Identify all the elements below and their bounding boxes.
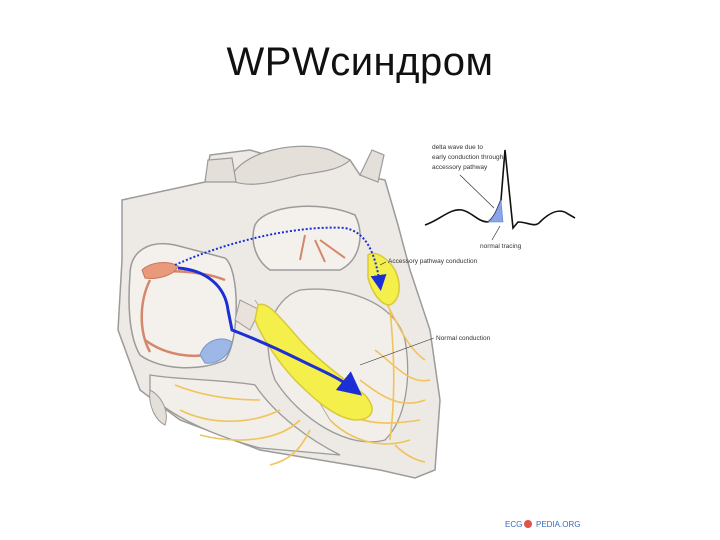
pulmonary-vessel <box>359 149 385 183</box>
heart-illustration <box>117 145 441 479</box>
left-ventricle <box>267 288 409 443</box>
ecg-annotation-line3: accessory pathway <box>432 164 488 171</box>
ecg-annotation-leader <box>459 174 495 209</box>
vena-cava <box>204 157 237 183</box>
watermark-right: PEDIA.ORG <box>536 520 580 529</box>
papillary-muscle <box>149 389 167 426</box>
delta-wave-shading <box>487 199 504 223</box>
aorta <box>229 145 352 185</box>
ecg-inset: delta wave due to early conduction throu… <box>424 144 576 250</box>
ecg-annotation-line2: early conduction through <box>432 154 504 161</box>
watermark: ECG PEDIA.ORG <box>505 520 580 529</box>
sa-node <box>141 262 179 279</box>
tricuspid-valve <box>234 299 261 331</box>
accessory-label-leader <box>379 261 387 266</box>
slide-title: WPWсиндром <box>226 40 494 84</box>
ecg-normal-leader <box>491 225 501 241</box>
normal-pathway-arrow <box>177 266 363 396</box>
normal-label-leader <box>359 337 435 366</box>
right-ventricle <box>149 374 341 456</box>
normal-conduction-label: Normal conduction <box>436 335 491 342</box>
av-node <box>199 338 233 364</box>
watermark-dot-icon <box>524 520 532 528</box>
purkinje-fibres <box>174 299 431 466</box>
left-atrium-fibres <box>299 234 346 263</box>
accessory-pathway-label: Accessory pathway conduction <box>388 258 478 265</box>
accessory-pathway-arrow <box>174 226 387 291</box>
ecg-annotation-line1: delta wave due to <box>432 144 483 151</box>
watermark-left: ECG <box>505 520 522 529</box>
left-atrium <box>252 205 361 271</box>
ecg-normal-label: normal tracing <box>480 243 522 250</box>
